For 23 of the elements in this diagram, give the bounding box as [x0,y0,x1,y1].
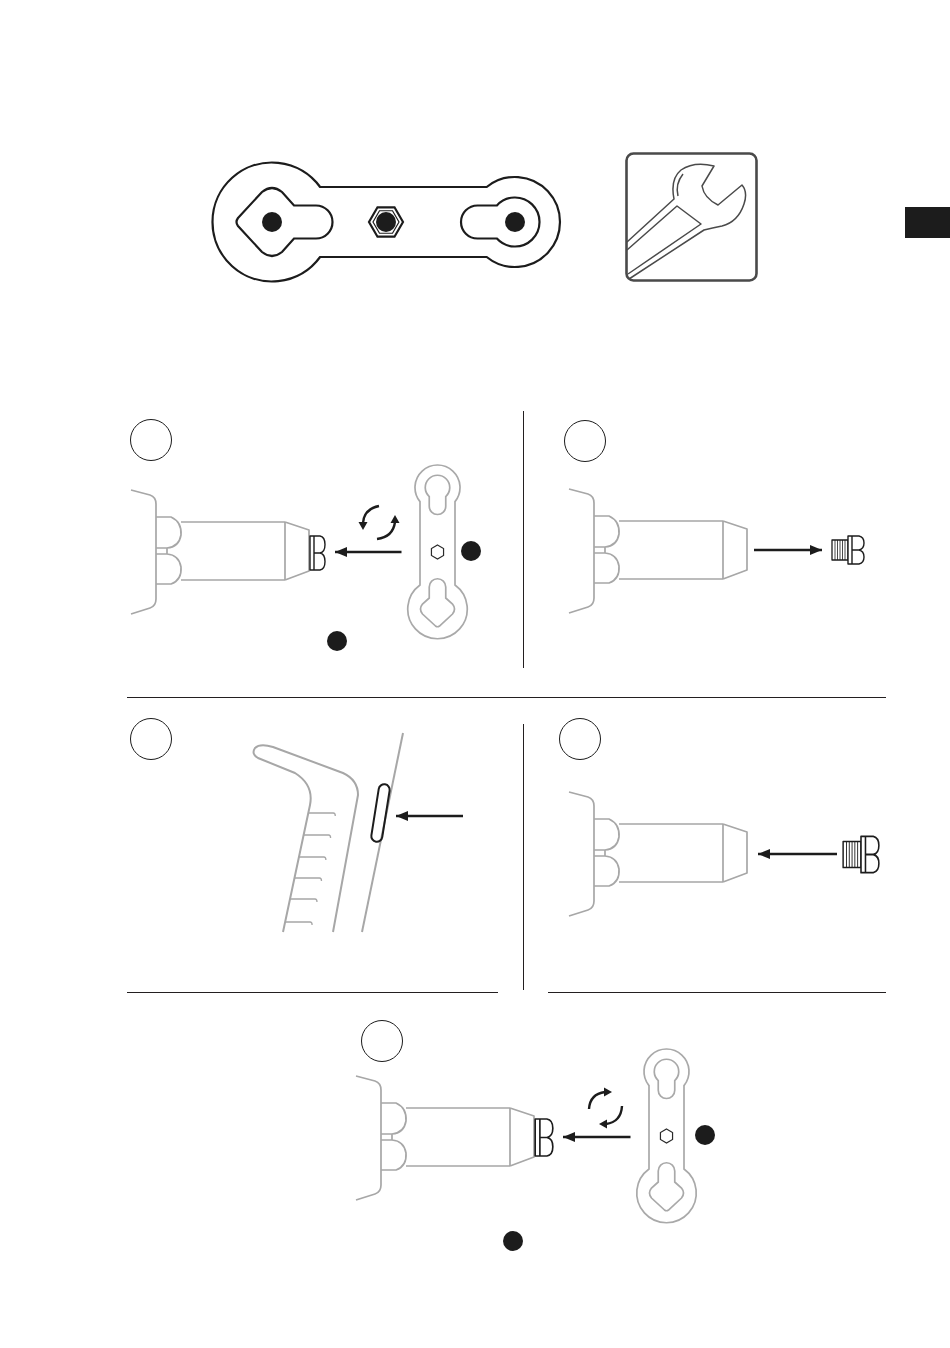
step-circle [130,419,172,461]
step-circle [361,1020,403,1062]
side-button-outline [369,782,392,844]
step-circle [130,718,172,760]
nut-drawing [309,535,326,571]
nozzle-drawing [569,488,749,614]
callout-dot [695,1125,715,1145]
callout-dot [327,631,347,651]
step-circle [564,420,606,462]
arrow [754,545,822,555]
callout-dot [503,1231,523,1251]
nut-drawing [534,1118,554,1157]
nozzle-drawing [569,791,749,917]
wrench-drawing [635,1048,697,1224]
wrench-drawing [406,464,468,640]
plug-drawing [831,535,865,565]
arrow [396,811,463,821]
arrow [758,849,837,859]
arrow [563,1132,631,1142]
arrow [335,547,402,557]
callout-dot [461,541,481,561]
step-circle [559,718,601,760]
plug-drawing [842,835,880,874]
